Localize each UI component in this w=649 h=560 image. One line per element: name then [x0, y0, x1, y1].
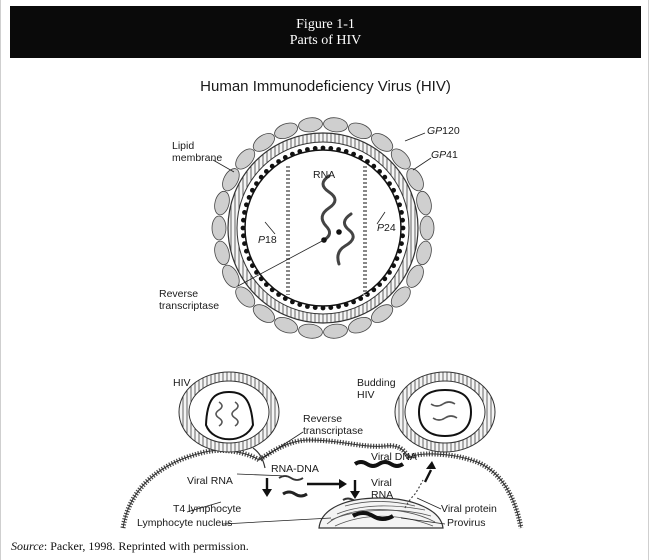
label-budding-hiv: HIV	[357, 389, 375, 401]
label-p24: P24	[377, 222, 396, 234]
rna-dna-hybrid	[283, 492, 307, 496]
label-viral-protein: Viral protein	[441, 503, 497, 515]
gp120-knob	[298, 116, 324, 133]
label-viral-rna-left: Viral RNA	[187, 475, 233, 487]
label-gp41: GP41	[431, 149, 458, 161]
label-viral-rna-right-2: RNA	[371, 489, 393, 501]
label-rna-dna: RNA-DNA	[271, 463, 319, 475]
label-lc-reverse: Reverse	[303, 413, 342, 425]
label-p18: P18	[258, 234, 277, 246]
arrow-up-right-head	[426, 461, 436, 469]
label-transcriptase: transcriptase	[159, 300, 219, 312]
leader-gp41	[413, 158, 431, 170]
arrow-down-mid-head	[350, 491, 360, 499]
label-gp120: GP120	[427, 125, 460, 137]
label-lymphocyte-nucleus: Lymphocyte nucleus	[137, 517, 232, 529]
source-label: Source	[11, 539, 44, 553]
label-lc-transcriptase: transcriptase	[303, 425, 363, 437]
label-hiv: HIV	[173, 377, 191, 389]
gp120-knob	[298, 323, 324, 340]
lymphocyte-nucleus	[319, 498, 443, 528]
label-lipid: Lipid	[172, 140, 194, 152]
virion	[212, 116, 434, 339]
source-note: Source: Packer, 1998. Reprinted with per…	[11, 539, 249, 554]
label-t4-lymphocyte: T4 lymphocyte	[173, 503, 241, 515]
hiv-fusing-capsid	[206, 392, 253, 439]
viral-rna-strand	[279, 476, 303, 480]
budding-hiv-capsid	[419, 390, 471, 436]
arrow-down-left-head	[262, 489, 272, 497]
label-viral-dna: Viral DNA	[371, 451, 417, 463]
label-provirus: Provirus	[447, 517, 486, 529]
label-reverse: Reverse	[159, 288, 198, 300]
label-rna: RNA	[313, 169, 335, 181]
leader-nucleus	[223, 518, 331, 524]
leader-gp120	[405, 133, 425, 141]
gp120-knob	[323, 323, 349, 340]
source-text: : Packer, 1998. Reprinted with permissio…	[44, 539, 249, 553]
gp120-knob	[420, 216, 434, 240]
arrow-right-head	[339, 479, 347, 489]
gp120-knob	[212, 216, 226, 240]
arrow-up-right	[425, 470, 431, 482]
label-viral-rna-right-1: Viral	[371, 477, 392, 489]
gp120-knob	[323, 116, 349, 133]
label-membrane: membrane	[172, 152, 222, 164]
label-budding: Budding	[357, 377, 396, 389]
reverse-transcriptase-dot-2	[336, 229, 342, 235]
